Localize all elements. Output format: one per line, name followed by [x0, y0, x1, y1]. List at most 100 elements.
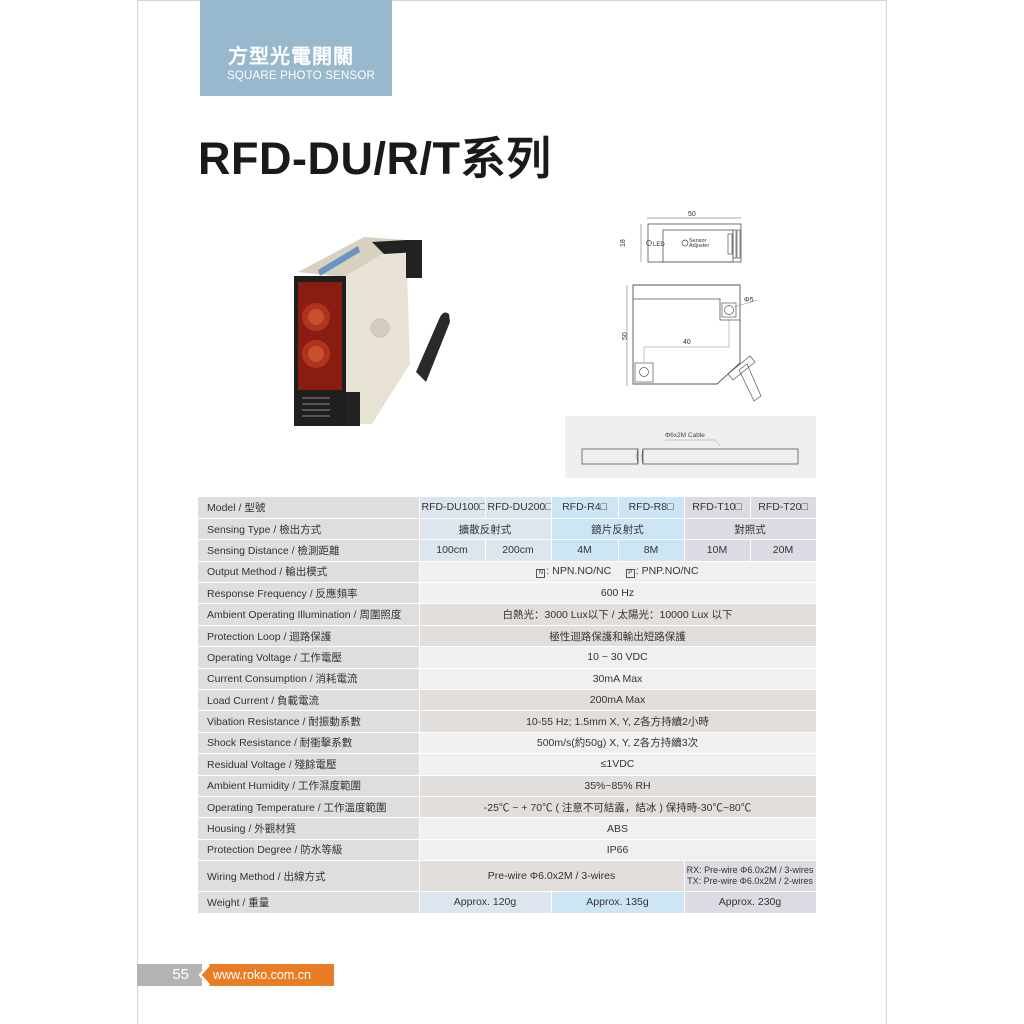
row-label: Sensing Type / 檢出方式	[198, 518, 420, 541]
distance-t20: 20M	[750, 539, 817, 562]
table-row-response-frequency: Response Frequency / 反應頻率 600 Hz	[198, 582, 817, 605]
website-link[interactable]: www.roko.com.cn	[200, 964, 334, 986]
top-view-drawing: 50 18 LED Sensor Adjuster	[616, 205, 756, 275]
table-row-protection-loop: Protection Loop / 迴路保護 極性迴路保護和輸出短路保護	[198, 625, 817, 648]
distance-du100: 100cm	[419, 539, 486, 562]
row-value: 白熱光：3000 Lux以下 / 太陽光：10000 Lux 以下	[419, 603, 817, 626]
weight-t: Approx. 230g	[684, 891, 817, 914]
row-value: 30mA Max	[419, 668, 817, 691]
row-label: Ambient Operating Illumination / 周圍照度	[198, 603, 420, 626]
page-number: 55	[137, 964, 202, 986]
wiring-t-tx: TX: Pre-wire Φ6.0x2M / 2-wires	[687, 876, 813, 887]
svg-text:Adjuster: Adjuster	[689, 243, 709, 249]
table-row-vibration: Vibation Resistance / 耐振動系數 10-55 Hz; 1.…	[198, 710, 817, 733]
row-label: Shock Resistance / 耐衝擊系數	[198, 732, 420, 755]
cable-drawing: Φ6x2M Cable	[565, 416, 816, 478]
wiring-t: RX: Pre-wire Φ6.0x2M / 3-wires TX: Pre-w…	[684, 860, 817, 893]
sensing-type-du: 擴散反射式	[419, 518, 552, 541]
npn-text: : NPN.NO/NC	[546, 565, 612, 578]
row-label: Wiring Method / 出線方式	[198, 860, 420, 893]
page-border-top	[137, 0, 887, 1]
table-row-illumination: Ambient Operating Illumination / 周圍照度 白熱…	[198, 603, 817, 626]
row-label: Ambient Humidity / 工作濕度範圍	[198, 775, 420, 797]
row-value: 10 ~ 30 VDC	[419, 646, 817, 669]
model-r4: RFD-R4□	[551, 497, 619, 519]
table-row-current-consumption: Current Consumption / 消耗電流 30mA Max	[198, 668, 817, 691]
model-du100: RFD-DU100□	[419, 497, 486, 519]
row-label: Housing / 外觀材質	[198, 817, 420, 840]
table-row-sensing-type: Sensing Type / 檢出方式 擴散反射式 鏡片反射式 對照式	[198, 518, 817, 541]
row-label: Vibation Resistance / 耐振動系數	[198, 710, 420, 733]
row-value: 600 Hz	[419, 582, 817, 605]
category-title-en: SQUARE PHOTO SENSOR	[227, 70, 376, 82]
distance-r8: 8M	[618, 539, 685, 562]
row-label: Residual Voltage / 殘餘電壓	[198, 753, 420, 776]
row-label: Output Method / 輸出模式	[198, 561, 420, 584]
table-row-shock: Shock Resistance / 耐衝擊系數 500m/s(約50g) X,…	[198, 732, 817, 755]
sensing-type-r: 鏡片反射式	[551, 518, 685, 541]
row-label: Operating Voltage / 工作電壓	[198, 646, 420, 669]
row-value: 35%~85% RH	[419, 775, 817, 797]
row-value: -25℃ ~ + 70℃ ( 注意不可結露，結冰 ) 保持時-30℃~80℃	[419, 796, 817, 819]
row-label: Response Frequency / 反應頻率	[198, 582, 420, 605]
distance-du200: 200cm	[485, 539, 552, 562]
page-border-right	[886, 0, 887, 1024]
weight-du: Approx. 120g	[419, 891, 552, 914]
distance-r4: 4M	[551, 539, 619, 562]
svg-text:Sensor: Sensor	[689, 238, 707, 244]
svg-text:40: 40	[683, 339, 691, 346]
front-view-drawing: 50 Φ5 40	[616, 280, 776, 405]
weight-r: Approx. 135g	[551, 891, 685, 914]
row-label: Sensing Distance / 檢測距離	[198, 539, 420, 562]
table-row-model: Model / 型號 RFD-DU100□ RFD-DU200□ RFD-R4□…	[198, 497, 817, 519]
row-label: Weight / 重量	[198, 891, 420, 914]
model-du200: RFD-DU200□	[485, 497, 552, 519]
svg-text:50: 50	[688, 211, 696, 218]
table-row-humidity: Ambient Humidity / 工作濕度範圍 35%~85% RH	[198, 775, 817, 797]
page-border-left	[137, 0, 138, 1024]
table-row-temperature: Operating Temperature / 工作溫度範圍 -25℃ ~ + …	[198, 796, 817, 819]
row-value: ABS	[419, 817, 817, 840]
output-method-value: N: NPN.NO/NC P: PNP.NO/NC	[419, 561, 817, 584]
row-label: Load Current / 負載電流	[198, 689, 420, 712]
table-row-weight: Weight / 重量 Approx. 120g Approx. 135g Ap…	[198, 891, 817, 914]
row-label: Model / 型號	[198, 497, 420, 519]
row-value: 10-55 Hz; 1.5mm X, Y, Z各方持續2小時	[419, 710, 817, 733]
npn-box-icon: N	[536, 569, 546, 579]
table-row-residual-voltage: Residual Voltage / 殘餘電壓 ≤1VDC	[198, 753, 817, 776]
row-value: IP66	[419, 839, 817, 862]
model-t20: RFD-T20□	[750, 497, 817, 519]
product-photo	[288, 232, 468, 432]
table-row-load-current: Load Current / 負載電流 200mA Max	[198, 689, 817, 712]
table-row-output-method: Output Method / 輸出模式 N: NPN.NO/NC P: PNP…	[198, 561, 817, 584]
model-t10: RFD-T10□	[684, 497, 751, 519]
row-label: Protection Degree / 防水等級	[198, 839, 420, 862]
row-value: 200mA Max	[419, 689, 817, 712]
series-title: RFD-DU/R/T系列	[198, 133, 552, 184]
wiring-du-r: Pre-wire Φ6.0x2M / 3-wires	[419, 860, 685, 893]
svg-text:LED: LED	[653, 242, 665, 248]
svg-text:Φ6x2M Cable: Φ6x2M Cable	[665, 432, 705, 439]
table-row-operating-voltage: Operating Voltage / 工作電壓 10 ~ 30 VDC	[198, 646, 817, 669]
row-label: Protection Loop / 迴路保護	[198, 625, 420, 648]
table-row-protection-degree: Protection Degree / 防水等級 IP66	[198, 839, 817, 862]
svg-text:Φ5: Φ5	[744, 297, 754, 304]
wiring-t-rx: RX: Pre-wire Φ6.0x2M / 3-wires	[686, 865, 814, 876]
category-title-cn: 方型光電開關	[228, 44, 354, 68]
pnp-text: : PNP.NO/NC	[635, 565, 699, 578]
row-label: Operating Temperature / 工作溫度範圍	[198, 796, 420, 819]
row-value: 極性迴路保護和輸出短路保護	[419, 625, 817, 648]
category-tab: 方型光電開關 SQUARE PHOTO SENSOR	[200, 0, 392, 96]
model-r8: RFD-R8□	[618, 497, 685, 519]
svg-text:18: 18	[620, 239, 627, 247]
table-row-sensing-distance: Sensing Distance / 檢測距離 100cm 200cm 4M 8…	[198, 539, 817, 562]
table-row-housing: Housing / 外觀材質 ABS	[198, 817, 817, 840]
sensing-type-t: 對照式	[684, 518, 817, 541]
row-value: 500m/s(約50g) X, Y, Z各方持續3次	[419, 732, 817, 755]
row-label: Current Consumption / 消耗電流	[198, 668, 420, 691]
distance-t10: 10M	[684, 539, 751, 562]
table-row-wiring: Wiring Method / 出線方式 Pre-wire Φ6.0x2M / …	[198, 860, 817, 893]
row-value: ≤1VDC	[419, 753, 817, 776]
pnp-box-icon: P	[625, 569, 635, 579]
chevron-left-icon	[199, 964, 210, 986]
